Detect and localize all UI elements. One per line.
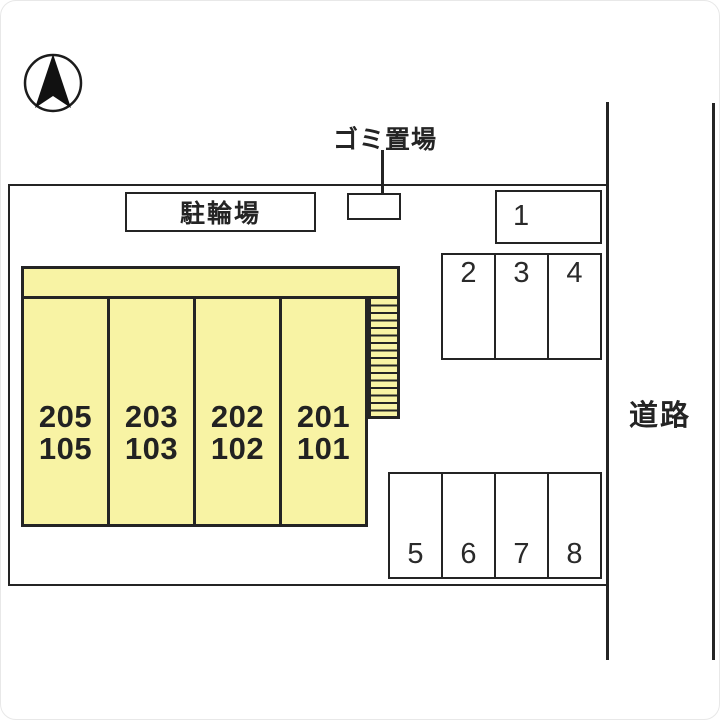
building-units: 205 105 203 103 202 102 201 101 (21, 296, 368, 527)
unit-label: 203 103 (125, 401, 178, 465)
parking-number: 6 (460, 538, 477, 571)
parking-number: 1 (513, 200, 530, 233)
parking-space-2: 2 (443, 255, 494, 358)
road-edge-near (606, 102, 609, 660)
garbage-area-label: ゴミ置場 (332, 126, 437, 154)
parking-number: 7 (513, 538, 530, 571)
north-arrow-icon (23, 53, 83, 113)
parking-space-4: 4 (547, 255, 600, 358)
unit-number-upper: 205 (38, 399, 93, 434)
parking-space-6: 6 (441, 474, 494, 577)
unit-203-103: 203 103 (107, 299, 193, 524)
unit-205-105: 205 105 (24, 299, 107, 524)
unit-number-lower: 102 (210, 430, 265, 466)
parking-space-1: 1 (495, 190, 602, 244)
unit-label: 201 101 (297, 401, 350, 465)
parking-row-5-8: 5 6 7 8 (388, 472, 602, 579)
parking-number: 5 (407, 538, 424, 571)
building-corridor (21, 266, 400, 299)
unit-number-lower: 101 (296, 430, 351, 466)
parking-number: 2 (460, 257, 477, 289)
unit-number-upper: 201 (296, 399, 351, 434)
building-stairs (368, 296, 400, 419)
unit-202-102: 202 102 (193, 299, 279, 524)
unit-201-101: 201 101 (279, 299, 365, 524)
bicycle-parking-label: 駐輪場 (179, 200, 261, 228)
road-edge-far (712, 103, 715, 660)
parking-row-2-4: 2 3 4 (441, 253, 602, 360)
parking-number: 8 (566, 538, 583, 571)
parking-space-8: 8 (547, 474, 600, 577)
parking-number: 4 (566, 257, 583, 289)
garbage-area-box (347, 193, 401, 220)
unit-number-upper: 203 (124, 399, 179, 434)
parking-space-7: 7 (494, 474, 547, 577)
garbage-leader-line (381, 150, 384, 212)
parking-number: 3 (513, 257, 530, 289)
unit-number-lower: 105 (38, 430, 93, 466)
unit-label: 202 102 (211, 401, 264, 465)
parking-space-5: 5 (390, 474, 441, 577)
unit-number-upper: 202 (210, 399, 265, 434)
parking-space-3: 3 (494, 255, 547, 358)
bicycle-parking-box: 駐輪場 (125, 192, 316, 232)
unit-label: 205 105 (39, 401, 92, 465)
unit-number-lower: 103 (124, 430, 179, 466)
road-label: 道路 (628, 400, 691, 432)
